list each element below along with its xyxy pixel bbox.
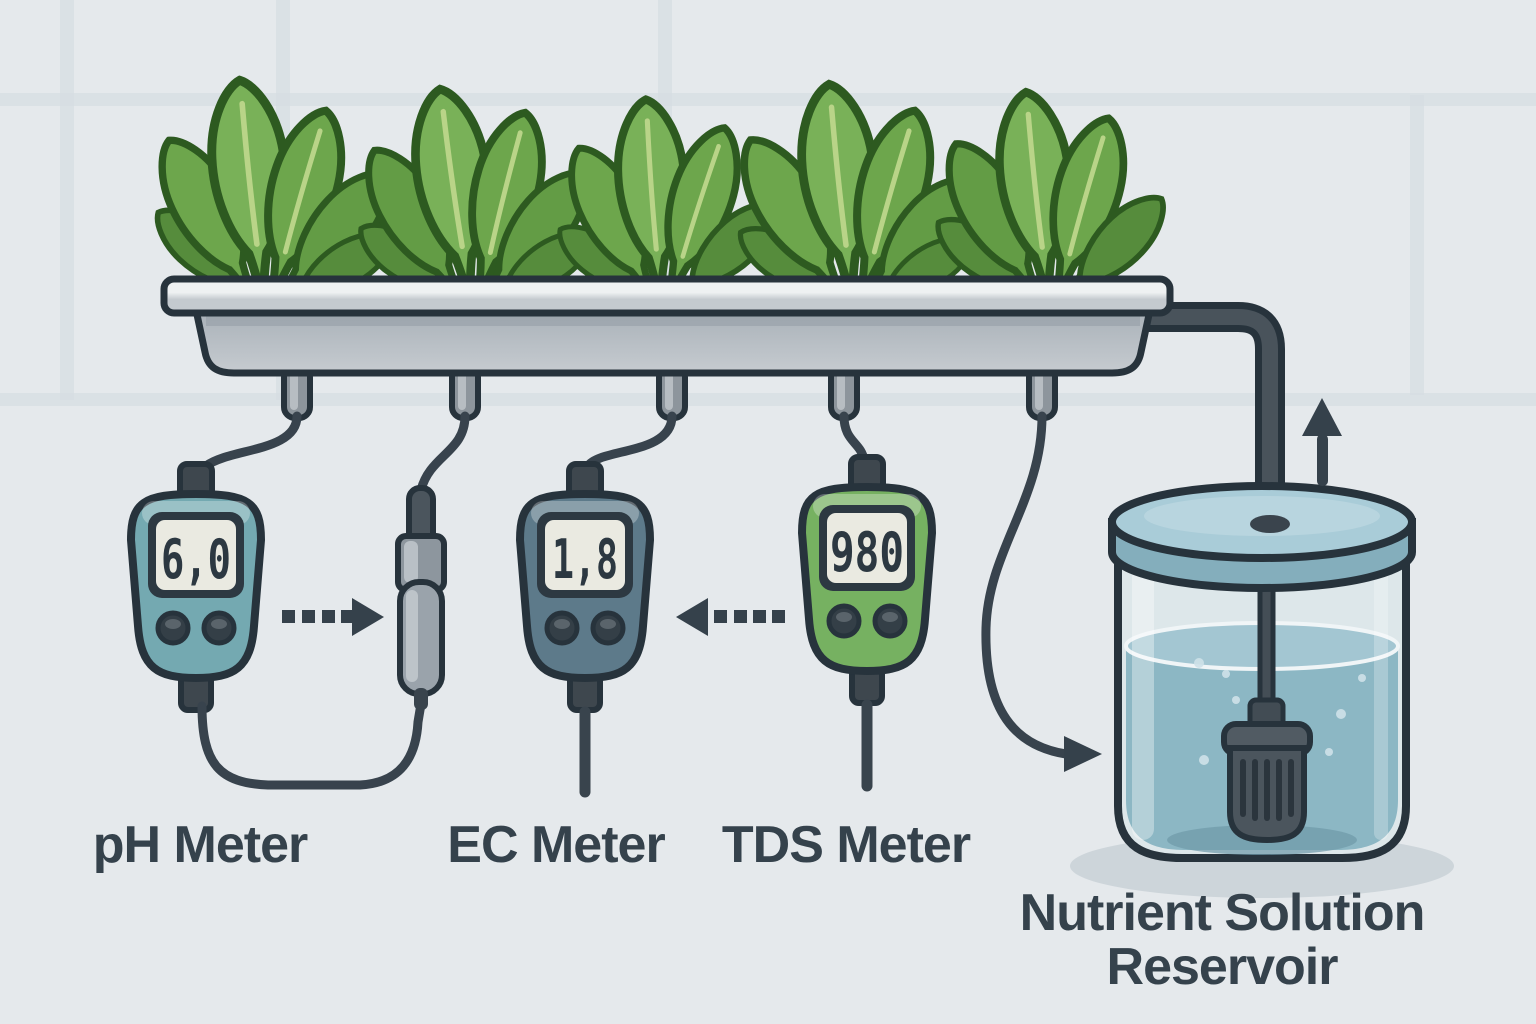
ph-probe <box>395 485 447 710</box>
wire-ph <box>201 411 302 471</box>
grow-tray <box>160 275 1174 377</box>
ph-reading: 6,0 <box>161 528 231 591</box>
pump-slots <box>1240 759 1294 821</box>
tds-meter-label: TDS Meter <box>721 816 971 874</box>
reservoir-lid <box>1108 482 1416 592</box>
ec-meter-label: EC Meter <box>447 816 665 874</box>
wire-probe <box>416 411 470 495</box>
dashed-arrow-left-icon <box>676 598 785 636</box>
ph-meter-label: pH Meter <box>92 816 308 874</box>
tile-line <box>0 393 1536 406</box>
ph-probe-cable <box>197 699 426 790</box>
nutrient-reservoir <box>1070 482 1454 898</box>
ph-display <box>156 520 236 590</box>
wire-tds <box>839 411 869 465</box>
ph-meter: 6,0 <box>131 464 261 710</box>
dashed-arrow-right-icon <box>282 598 384 636</box>
tile-line <box>0 93 1536 106</box>
tds-meter: 980 <box>802 457 932 703</box>
tds-display <box>827 513 907 583</box>
lid-grommet <box>1250 515 1290 533</box>
ec-display <box>545 520 625 590</box>
tds-reading: 980 <box>830 521 904 584</box>
glass-highlight <box>1374 560 1388 840</box>
ec-reading: 1,8 <box>552 528 618 591</box>
return-pipe <box>1125 302 1285 541</box>
glass-highlight <box>1132 560 1154 840</box>
reservoir-label-line1: Nutrient Solution <box>1019 884 1426 942</box>
tile-line <box>1410 95 1424 395</box>
bubbles <box>1194 658 1366 765</box>
wire-ec <box>583 411 677 471</box>
curved-arrow-right-icon <box>981 411 1102 772</box>
reservoir-label: Nutrient Solution Reservoir <box>982 886 1462 994</box>
tile-line <box>60 0 74 400</box>
arrow-up-icon <box>1302 398 1342 486</box>
ec-meter: 1,8 <box>520 464 650 710</box>
reservoir-label-line2: Reservoir <box>1106 938 1339 996</box>
